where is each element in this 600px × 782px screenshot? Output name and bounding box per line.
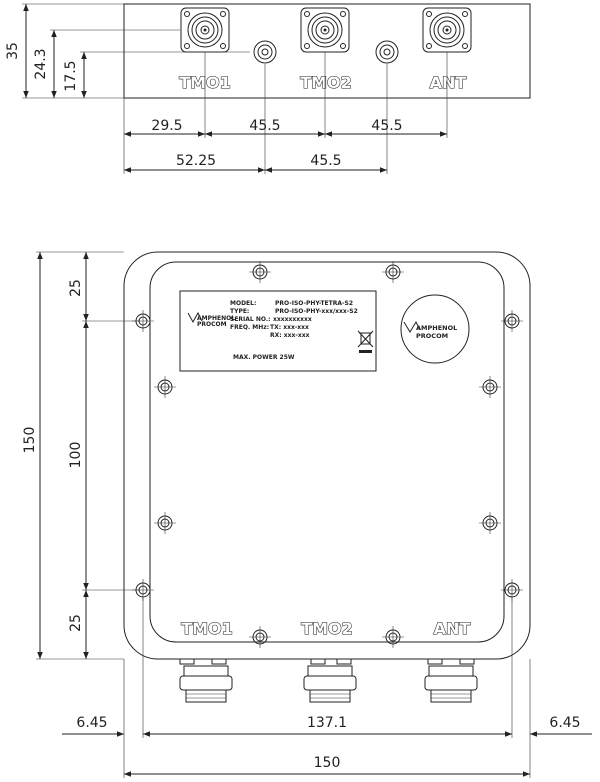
dim-front-top-offset: 25: [68, 279, 84, 297]
dim-front-middle: 100: [68, 442, 84, 469]
plate-freq-key: FREQ. MHz:: [230, 324, 269, 331]
dim-top-x2: 45.5: [249, 118, 280, 134]
port-label-tmo2: TMO2: [300, 73, 352, 92]
top-view: TMO1 TMO2 ANT 35 24.3 17.5 29.5 45.5 45.…: [5, 3, 531, 174]
hole: [381, 625, 405, 649]
front-port-label-tmo1: TMO1: [181, 619, 233, 638]
amphenol-logo-icon: [403, 320, 421, 333]
plate-brand-line1: AMPHENOL: [197, 315, 235, 322]
housing-inner: [149, 261, 505, 643]
bottom-connector-ant: [424, 665, 478, 703]
dim-front-bottom-offset: 25: [68, 614, 84, 632]
plate-serial-val: xxxxxxxxxx: [273, 316, 312, 323]
dim-top-x3: 45.5: [371, 118, 402, 134]
hole: [248, 625, 272, 649]
hole: [478, 511, 502, 535]
plate-rx-val: RX: xxx-xxx: [270, 332, 310, 339]
ant-connector: [422, 7, 472, 53]
plate-type-val: PRO-ISO-PHY-xxx/xxx-S2: [275, 308, 358, 315]
bottom-connector-tmo1: [179, 665, 233, 703]
front-port-label-ant: ANT: [434, 619, 471, 638]
front-view: AMPHENOL PROCOM MODEL: PRO-ISO-PHY-TETRA…: [22, 251, 592, 778]
dim-top-x4: 52.25: [176, 153, 216, 169]
hole: [153, 375, 177, 399]
plate-power: MAX. POWER 25W: [233, 354, 295, 361]
plate-brand-line2: PROCOM: [197, 321, 227, 328]
dim-top-x5: 45.5: [310, 153, 341, 169]
top-view-outline: [123, 3, 531, 99]
front-port-label-tmo2: TMO2: [301, 619, 353, 638]
plate-type-key: TYPE:: [230, 308, 249, 315]
bottom-connector-tmo2: [303, 665, 357, 703]
hole: [478, 375, 502, 399]
dim-top-h1: 24.3: [33, 48, 49, 79]
dim-front-hole-span: 137.1: [307, 715, 347, 731]
plate-model-key: MODEL:: [230, 300, 256, 307]
dim-front-right-margin: 6.45: [549, 715, 580, 731]
plate-model-val: PRO-ISO-PHY-TETRA-S2: [275, 300, 353, 307]
mount-holes: [131, 260, 524, 649]
small-connector-2: [375, 40, 399, 64]
housing-outer: [123, 251, 531, 660]
tmo1-connector: [180, 7, 230, 53]
logo-disc: AMPHENOL PROCOM: [400, 294, 470, 364]
dim-front-left-margin: 6.45: [76, 715, 107, 731]
hole: [248, 260, 272, 284]
logo-line1: AMPHENOL: [416, 324, 457, 332]
hole: [381, 260, 405, 284]
tmo2-connector: [300, 7, 350, 53]
weee-bin-icon: [357, 330, 374, 353]
plate-serial-key: SERIAL NO.:: [230, 316, 271, 323]
plate-tx-val: TX: xxx-xxx: [270, 324, 309, 331]
hole: [153, 511, 177, 535]
logo-line2: PROCOM: [416, 332, 448, 340]
small-connector-1: [253, 40, 277, 64]
label-plate: AMPHENOL PROCOM MODEL: PRO-ISO-PHY-TETRA…: [179, 290, 377, 372]
dim-top-x1: 29.5: [151, 118, 182, 134]
dim-front-width: 150: [314, 755, 341, 771]
dim-front-height: 150: [22, 427, 38, 454]
amphenol-logo-icon: [187, 311, 203, 324]
dim-top-height: 35: [5, 42, 21, 60]
dim-top-h2: 17.5: [63, 60, 79, 91]
port-label-ant: ANT: [430, 73, 467, 92]
